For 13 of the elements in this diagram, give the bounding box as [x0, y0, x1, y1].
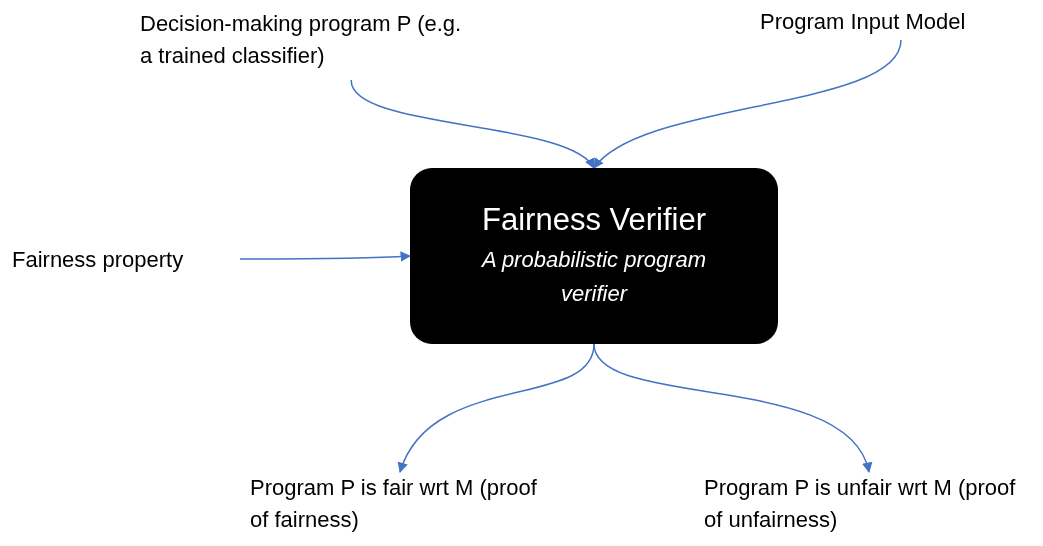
arrow [593, 343, 871, 473]
arrow [239, 251, 412, 262]
text-label: Program Input Model [760, 6, 1042, 40]
process-box [410, 168, 778, 344]
arrow [593, 39, 902, 169]
text-label: Program P is unfair wrt M (proof of unfairness) [704, 472, 1034, 538]
arrow [350, 79, 595, 169]
text-label: Program P is fair wrt M (proof of fairness) [250, 472, 550, 538]
text-label: Fairness property [12, 244, 240, 274]
arrow [399, 343, 595, 473]
box-subtitle: A probabilistic program verifier [480, 246, 708, 309]
text-label: Decision-making program P (e.g. a trained classifier) [140, 8, 470, 80]
box-title: Fairness Verifier [482, 200, 706, 239]
